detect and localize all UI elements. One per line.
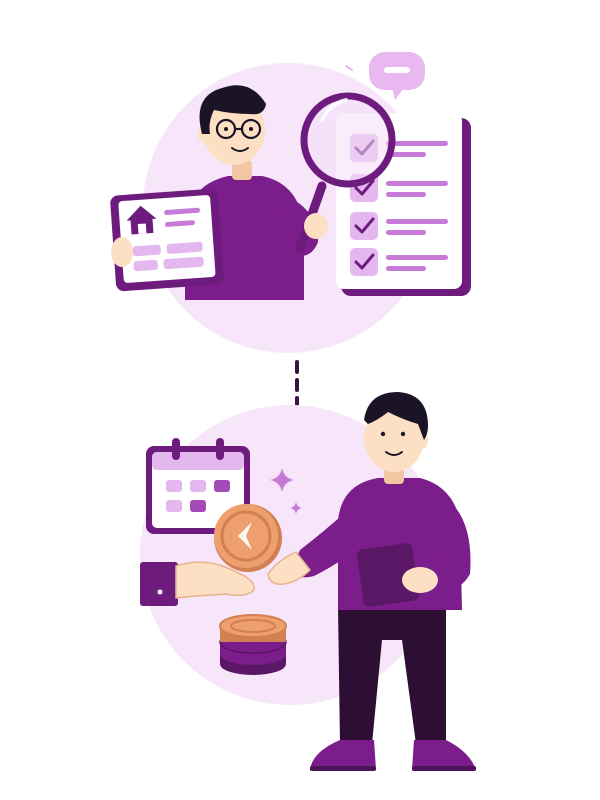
checkmark-icon xyxy=(354,217,375,234)
buyer-receiving-hand xyxy=(267,551,311,586)
buyer-right-arm xyxy=(438,498,471,591)
buyer-legs xyxy=(338,606,446,744)
sparkle-icon xyxy=(270,468,302,514)
buyer-smile xyxy=(385,451,403,456)
checklist-item xyxy=(350,212,448,240)
inspector-hair xyxy=(199,85,266,134)
property-document xyxy=(110,188,224,292)
buyer-extended-arm xyxy=(290,508,372,578)
inspector-hand-left xyxy=(111,237,133,267)
buyer-hand-right xyxy=(402,567,438,593)
inspector-right-arm xyxy=(280,196,318,257)
speech-bubble-icon xyxy=(345,52,425,100)
house-icon xyxy=(126,205,157,235)
inspector-hand-right xyxy=(304,213,328,239)
inspector-neck xyxy=(232,160,252,180)
coin-stack xyxy=(219,614,287,675)
giving-sleeve xyxy=(140,562,178,606)
coin-icon xyxy=(214,504,282,572)
eyeglasses-icon xyxy=(215,118,262,140)
giving-hand xyxy=(140,561,255,606)
tablet-device xyxy=(357,543,419,607)
checklist-item xyxy=(350,248,448,276)
checkmark-icon xyxy=(354,179,375,196)
checkmark-icon xyxy=(354,253,375,270)
calendar-icon xyxy=(146,438,250,534)
buyer-left-shoe xyxy=(310,740,376,770)
buyer-person xyxy=(267,392,476,771)
inspector-smile xyxy=(231,147,249,152)
buyer-right-shoe xyxy=(412,740,476,770)
buyer-hair xyxy=(364,392,428,440)
